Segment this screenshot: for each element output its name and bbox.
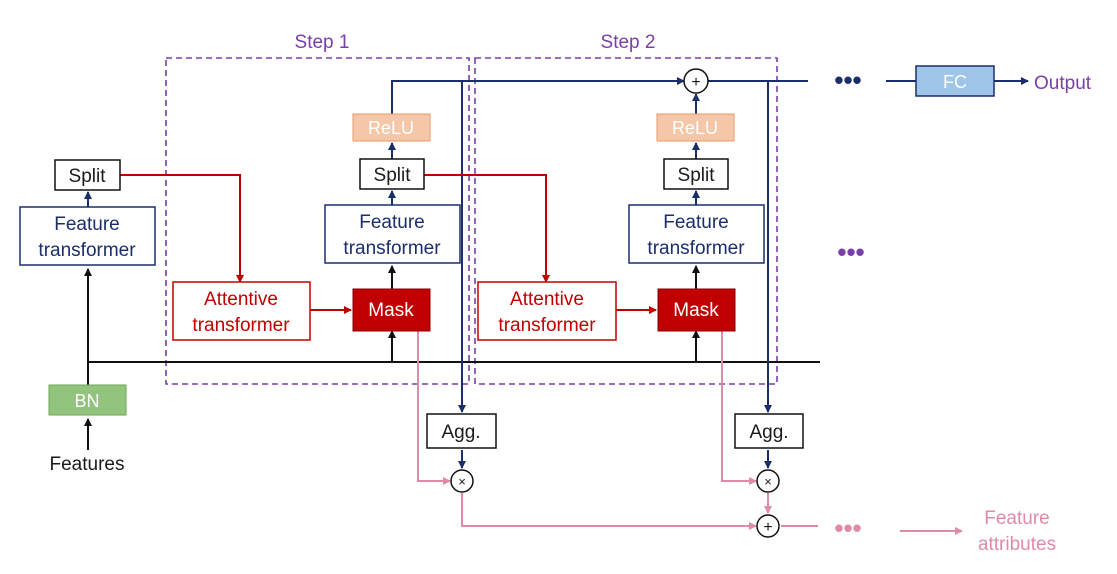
step1-box (165, 57, 470, 385)
feature-attributes-line2: attributes (978, 534, 1056, 555)
agg-2-label: Agg. (749, 422, 788, 443)
product-node-1-glyph: × (458, 474, 466, 489)
feature-transformer-1-line2: transformer (343, 238, 441, 259)
mask-1-label: Mask (368, 300, 414, 321)
mask1-to-times1-arrow (417, 331, 451, 485)
ellipsis-top: ••• (834, 65, 861, 95)
attentive-transformer-1-line2: transformer (192, 315, 290, 336)
ellipsis-middle: ••• (837, 237, 864, 267)
split-0-label: Split (69, 166, 107, 187)
feature-transformer-2 (628, 204, 765, 264)
split-block-1 (359, 158, 425, 190)
relu-1-label: ReLU (368, 118, 414, 138)
features-label: Features (50, 454, 125, 475)
fc-block (915, 65, 995, 97)
agg-block-1 (426, 413, 497, 449)
fc-label: FC (943, 72, 967, 92)
relu-block-2 (656, 113, 735, 142)
feature-transformer-0-line1: Feature (54, 214, 119, 235)
product-node-2 (756, 469, 780, 493)
mask-2-label: Mask (673, 300, 719, 321)
sum-node-bottom-glyph: + (763, 519, 772, 536)
feature-transformer-1 (324, 204, 461, 264)
product-node-2-glyph: × (764, 474, 772, 489)
bn-label: BN (74, 391, 99, 411)
split-block-0 (54, 159, 121, 191)
bn-block (48, 384, 127, 416)
relu-block-1 (352, 113, 431, 142)
attentive-transformer-2 (477, 281, 617, 341)
feature-transformer-0 (19, 206, 156, 266)
sum-node-top-glyph: + (691, 74, 700, 91)
product-node-1 (450, 469, 474, 493)
mask-block-1 (352, 288, 431, 332)
ellipsis-bottom: ••• (834, 513, 861, 543)
times1-to-plus-arrow (461, 493, 757, 530)
feature-transformer-1-line1: Feature (359, 212, 424, 233)
attentive-transformer-2-line1: Attentive (510, 289, 584, 310)
feature-transformer-2-line2: transformer (647, 238, 745, 259)
relu-2-label: ReLU (672, 118, 718, 138)
attentive-transformer-1 (172, 281, 311, 341)
feature-transformer-0-line2: transformer (38, 240, 136, 261)
agg-1-label: Agg. (441, 422, 480, 443)
mask-block-2 (657, 288, 736, 332)
step2-label: Step 2 (601, 32, 656, 53)
split0-to-att1-arrow (120, 174, 244, 283)
split1-to-att2-arrow (424, 174, 550, 283)
attentive-transformer-2-line2: transformer (498, 315, 596, 336)
output-label: Output (1034, 73, 1092, 94)
feature-transformer-2-line1: Feature (663, 212, 728, 233)
split-2-label: Split (678, 165, 716, 186)
sum-node-top (683, 68, 709, 94)
step1-label: Step 1 (295, 32, 350, 53)
split-1-label: Split (374, 165, 412, 186)
sum-node-bottom (756, 514, 780, 538)
split-block-2 (663, 158, 729, 190)
step2-box (474, 57, 778, 385)
agg-block-2 (734, 413, 804, 449)
relu1-to-top-line (391, 80, 466, 413)
mask2-to-times2-arrow (721, 331, 757, 485)
attentive-transformer-1-line1: Attentive (204, 289, 278, 310)
feature-attributes-line1: Feature (984, 508, 1049, 529)
